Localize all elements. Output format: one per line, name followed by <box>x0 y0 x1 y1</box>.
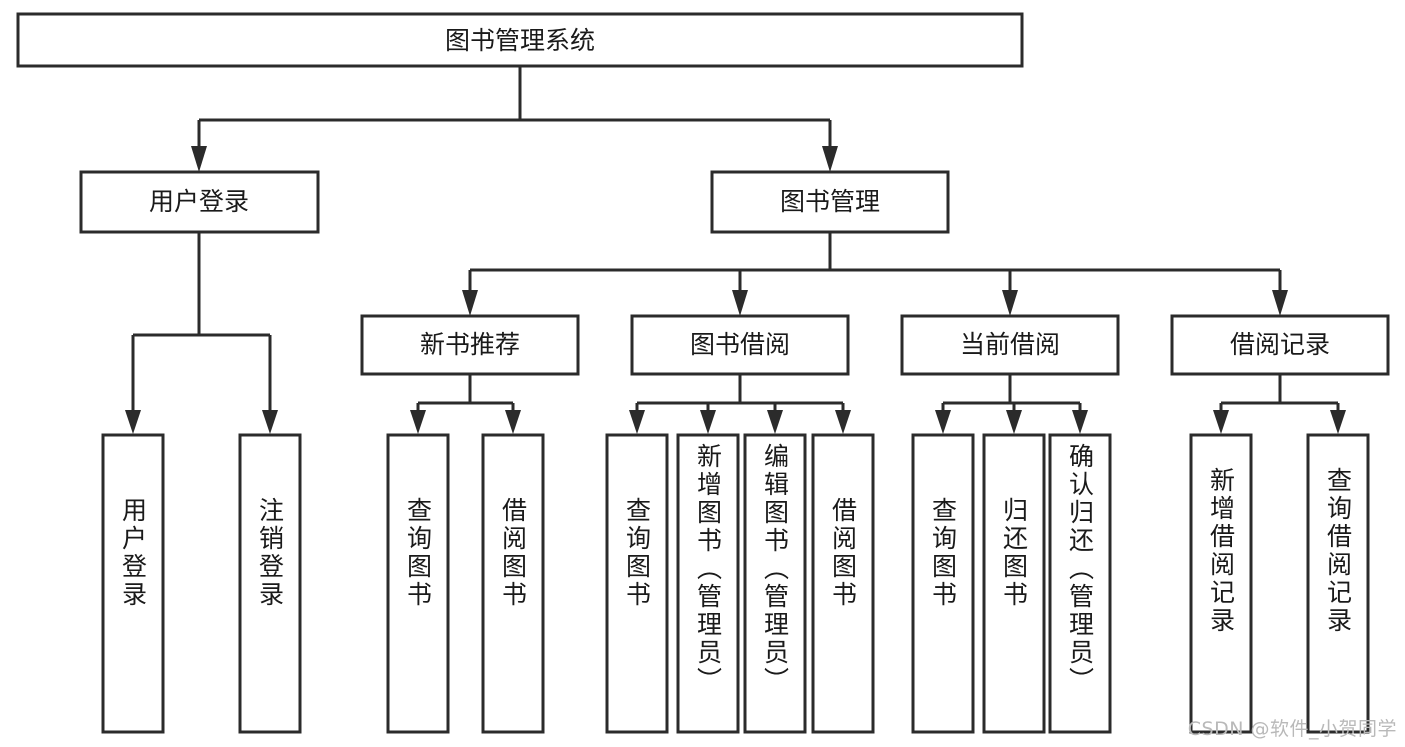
leaf-box-query-book-newbook[interactable] <box>386 433 450 734</box>
connector-group-user-login <box>125 232 278 434</box>
leaf-box-return-book[interactable] <box>982 433 1046 734</box>
arrow-head-icon <box>935 410 951 434</box>
arrow-head-icon <box>191 146 207 172</box>
leaf-box-logout[interactable] <box>238 433 302 734</box>
connector-group-book-mgmt <box>462 232 1288 316</box>
arrow-head-icon <box>835 410 851 434</box>
node-user-login[interactable]: 用户登录 <box>79 170 320 234</box>
leaf-box-edit-book-admin[interactable] <box>743 433 807 734</box>
leaf-boxes-group <box>101 433 1370 734</box>
arrow-head-icon <box>822 146 838 172</box>
connector-group-current-borrow <box>935 374 1088 434</box>
arrow-head-icon <box>125 410 141 434</box>
leaf-box-add-book-admin[interactable] <box>676 433 740 734</box>
arrow-head-icon <box>505 410 521 434</box>
arrow-head-icon <box>629 410 645 434</box>
leaf-box-query-book-current[interactable] <box>911 433 975 734</box>
arrow-head-icon <box>767 410 783 434</box>
node-borrow-record-label: 借阅记录 <box>1230 330 1330 359</box>
connector-group-new-book <box>410 374 521 434</box>
node-new-book-recommend[interactable]: 新书推荐 <box>360 314 580 376</box>
node-root-box[interactable] <box>16 12 1024 68</box>
leaf-box-confirm-return-admin[interactable] <box>1048 433 1112 734</box>
arrow-head-icon <box>700 410 716 434</box>
leaf-box-query-borrow-record[interactable] <box>1306 433 1370 734</box>
node-borrow-record-box[interactable] <box>1170 314 1390 376</box>
leaf-box-borrow-book[interactable] <box>811 433 875 734</box>
leaf-box-borrow-book-newbook[interactable] <box>481 433 545 734</box>
node-book-borrow-label: 图书借阅 <box>690 330 790 359</box>
node-root-label: 图书管理系统 <box>445 26 595 55</box>
node-book-borrow[interactable]: 图书借阅 <box>630 314 850 376</box>
node-borrow-record[interactable]: 借阅记录 <box>1170 314 1390 376</box>
arrow-head-icon <box>732 290 748 316</box>
node-current-borrow-box[interactable] <box>900 314 1120 376</box>
connector-group-book-borrow <box>629 374 851 434</box>
arrow-head-icon <box>1272 290 1288 316</box>
arrow-head-icon <box>462 290 478 316</box>
node-current-borrow-label: 当前借阅 <box>960 330 1060 359</box>
leaf-box-query-book-borrow[interactable] <box>605 433 669 734</box>
node-user-login-label: 用户登录 <box>149 187 249 216</box>
node-book-management-box[interactable] <box>710 170 950 234</box>
arrow-head-icon <box>1002 290 1018 316</box>
arrow-head-icon <box>1072 410 1088 434</box>
node-book-management-label: 图书管理 <box>780 187 880 216</box>
node-new-book-recommend-box[interactable] <box>360 314 580 376</box>
node-book-management[interactable]: 图书管理 <box>710 170 950 234</box>
connector-group-borrow-record <box>1213 374 1346 434</box>
arrow-head-icon <box>1330 410 1346 434</box>
arrow-head-icon <box>1006 410 1022 434</box>
connector-group-root <box>191 66 838 172</box>
leaf-box-add-borrow-record[interactable] <box>1189 433 1253 734</box>
node-root[interactable]: 图书管理系统 <box>16 12 1024 68</box>
node-book-borrow-box[interactable] <box>630 314 850 376</box>
leaf-box-user-login[interactable] <box>101 433 165 734</box>
arrow-head-icon <box>1213 410 1229 434</box>
arrow-head-icon <box>262 410 278 434</box>
node-current-borrow[interactable]: 当前借阅 <box>900 314 1120 376</box>
node-user-login-box[interactable] <box>79 170 320 234</box>
arrow-head-icon <box>410 410 426 434</box>
node-new-book-recommend-label: 新书推荐 <box>420 330 520 359</box>
watermark-text: CSDN @软件_小贺同学 <box>1187 718 1397 740</box>
